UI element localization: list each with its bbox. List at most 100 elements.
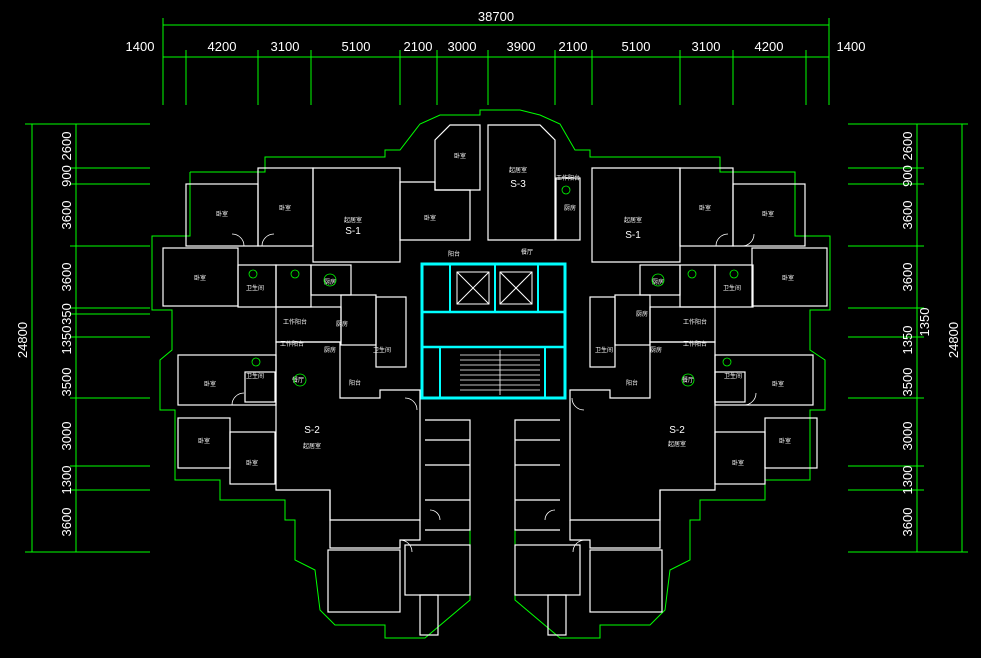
building-outline [151,109,831,639]
top-dim-1: 1400 [126,39,155,54]
left-dim-9: 1300 [59,466,74,495]
room-labels: 卧室 卧室 起居室 卧室 卫生间 厨房 工作阳台 厨房 工作阳台 厨房 卫生间 … [194,152,794,467]
top-dim-8: 2100 [559,39,588,54]
left-dim-7: 3500 [59,368,74,397]
top-dim-3: 3100 [271,39,300,54]
unit-s1-left: S-1 [345,226,361,237]
unit-s2-right: S-2 [669,425,685,436]
right-dim-6: 3500 [900,368,915,397]
right-dim-9: 3600 [900,508,915,537]
unit-s1-right: S-1 [625,230,641,241]
right-dim-labels: 2600 900 3600 3600 1350 3500 3000 1300 3… [900,132,915,537]
right-dim-8: 1300 [900,466,915,495]
elevator-cars [456,271,533,305]
right-dim-5: 1350 [900,326,915,355]
room-bedroom: 卧室 [454,152,466,160]
room-work-balcony: 工作阳台 [683,340,707,348]
door-swings [231,233,757,553]
left-dim-10: 3600 [59,508,74,537]
room-living: 起居室 [303,442,321,450]
top-dimension-chain [162,18,830,105]
room-kitchen: 厨房 [324,346,336,354]
room-bedroom: 卧室 [699,204,711,212]
right-total-dim: 24800 [946,322,961,358]
right-dim-1350-outer: 1350 [917,308,932,337]
left-dim-3: 3600 [59,201,74,230]
room-bath: 卫生间 [373,346,391,354]
room-bedroom: 卧室 [779,437,791,445]
room-living: 起居室 [509,166,527,174]
right-dim-4: 3600 [900,263,915,292]
left-dim-2: 900 [59,165,74,187]
room-living: 起居室 [344,216,362,224]
stair-treads [460,350,540,395]
room-bath: 卫生间 [246,372,264,380]
top-dim-11: 4200 [755,39,784,54]
left-dimension-chain [25,123,150,553]
room-bedroom: 卧室 [279,204,291,212]
top-dim-4: 5100 [342,39,371,54]
right-dim-2: 900 [900,165,915,187]
top-dim-7: 3900 [507,39,536,54]
room-bath: 卫生间 [723,284,741,292]
room-work-balcony: 工作阳台 [556,174,580,182]
room-kitchen: 厨房 [650,346,662,354]
room-kitchen: 厨房 [652,278,664,286]
room-dining: 餐厅 [682,376,694,384]
left-dim-6: 1350 [59,326,74,355]
top-dim-12: 1400 [837,39,866,54]
walls-left [162,124,556,636]
room-kitchen: 厨房 [564,204,576,212]
right-dim-7: 3000 [900,422,915,451]
room-balcony: 阳台 [349,379,361,387]
room-bedroom: 卧室 [194,274,206,282]
room-bath: 卫生间 [724,372,742,380]
right-dim-1: 2600 [900,132,915,161]
room-bedroom: 卧室 [772,380,784,388]
room-kitchen: 厨房 [324,278,336,286]
room-kitchen: 厨房 [336,320,348,328]
top-dim-10: 3100 [692,39,721,54]
unit-s3: S-3 [510,179,526,190]
top-total-dim: 38700 [478,9,514,24]
left-total-dim: 24800 [15,322,30,358]
left-dim-4: 3600 [59,263,74,292]
room-balcony: 阳台 [448,250,460,258]
room-bedroom: 卧室 [762,210,774,218]
room-bedroom: 卧室 [246,459,258,467]
top-dim-9: 5100 [622,39,651,54]
top-dim-labels: 1400 4200 3100 5100 2100 3000 3900 2100 … [126,39,866,54]
room-dining: 餐厅 [521,248,533,256]
unit-s2-left: S-2 [304,425,320,436]
room-bedroom: 卧室 [782,274,794,282]
room-work-balcony: 工作阳台 [283,318,307,326]
room-balcony: 阳台 [626,379,638,387]
room-living: 起居室 [668,440,686,448]
unit-labels: S-1 S-1 S-2 S-2 S-3 [304,179,685,436]
room-bedroom: 卧室 [198,437,210,445]
top-dim-6: 3000 [448,39,477,54]
room-bedroom: 卧室 [424,214,436,222]
sanitary-fixtures [248,185,739,387]
room-bath: 卫生间 [246,284,264,292]
top-dim-5: 2100 [404,39,433,54]
room-bath: 卫生间 [595,346,613,354]
walls-right [514,167,828,636]
elevator-stair-core [420,262,567,400]
room-dining: 餐厅 [292,376,304,384]
room-kitchen: 厨房 [636,310,648,318]
top-dim-2: 4200 [208,39,237,54]
right-dim-3: 3600 [900,201,915,230]
left-dim-labels: 2600 900 3600 3600 350 1350 3500 3000 13… [59,132,74,537]
room-work-balcony: 工作阳台 [280,340,304,348]
room-living: 起居室 [624,216,642,224]
left-dim-5: 350 [59,303,74,325]
left-dim-1: 2600 [59,132,74,161]
room-bedroom: 卧室 [732,459,744,467]
right-dimension-chain [848,123,968,553]
room-bedroom: 卧室 [216,210,228,218]
left-dim-8: 3000 [59,422,74,451]
room-work-balcony: 工作阳台 [683,318,707,326]
